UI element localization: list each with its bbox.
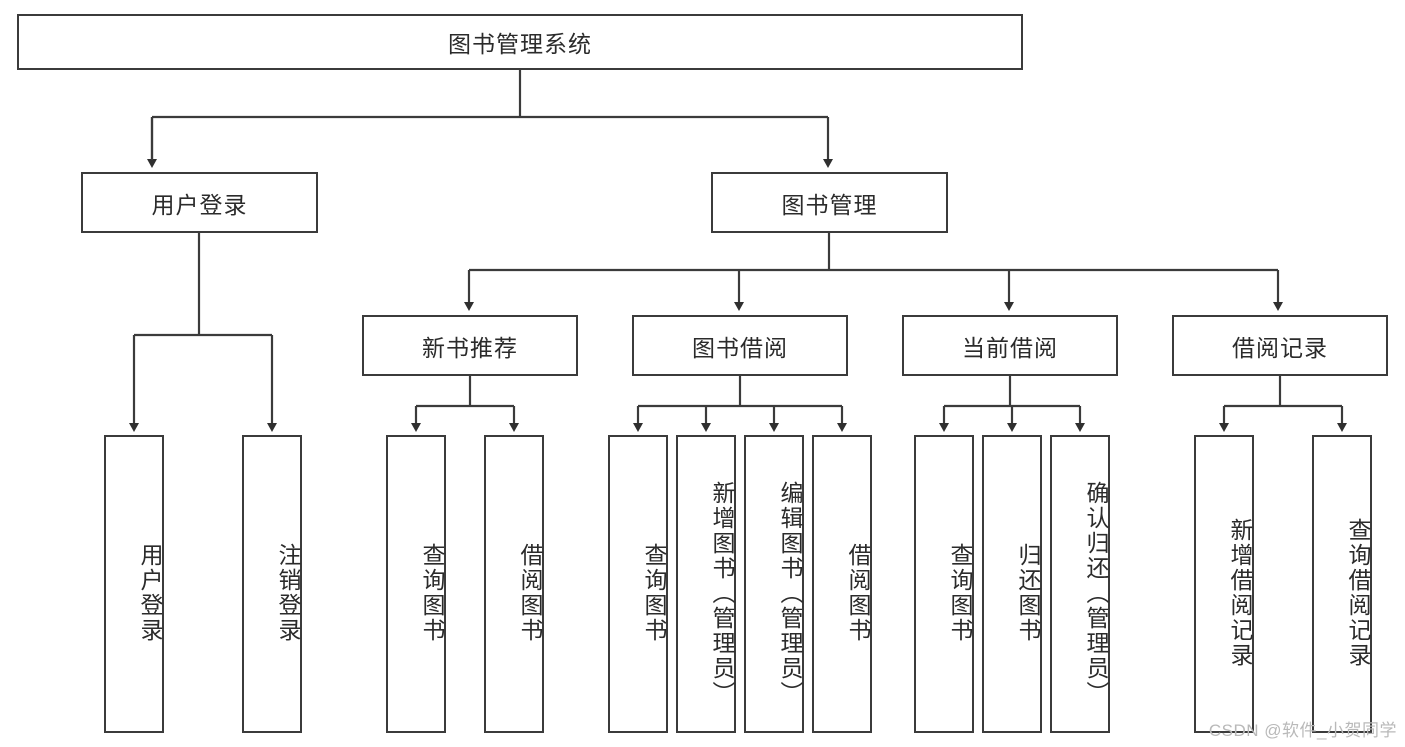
leaf-add-borrow-record-label: 新增借阅记录 (1227, 518, 1253, 668)
leaf-add-borrow-record[interactable]: 新增借阅记录 (1194, 435, 1254, 733)
leaf-return-book[interactable]: 归还图书 (982, 435, 1042, 733)
node-new-book-recommend[interactable]: 新书推荐 (362, 315, 578, 376)
leaf-query-book-borrow-label: 查询图书 (641, 543, 667, 643)
leaf-logout[interactable]: 注销登录 (242, 435, 302, 733)
leaf-query-book-borrow[interactable]: 查询图书 (608, 435, 668, 733)
leaf-edit-book-admin-label: 编辑图书（管理员） (777, 480, 803, 706)
leaf-query-book-current-label: 查询图书 (947, 543, 973, 643)
node-user-login[interactable]: 用户登录 (81, 172, 318, 233)
node-borrow-record-label: 借阅记录 (1232, 334, 1328, 361)
leaf-query-borrow-record-label: 查询借阅记录 (1345, 518, 1371, 668)
node-book-borrow[interactable]: 图书借阅 (632, 315, 848, 376)
leaf-user-login-label: 用户登录 (137, 543, 163, 643)
leaf-confirm-return-admin[interactable]: 确认归还（管理员） (1050, 435, 1110, 733)
leaf-return-book-label: 归还图书 (1015, 543, 1041, 643)
leaf-borrow-book-recommend[interactable]: 借阅图书 (484, 435, 544, 733)
leaf-query-book-recommend[interactable]: 查询图书 (386, 435, 446, 733)
node-borrow-record[interactable]: 借阅记录 (1172, 315, 1388, 376)
node-book-management[interactable]: 图书管理 (711, 172, 948, 233)
watermark: CSDN @软件_小贺同学 (1208, 721, 1397, 740)
leaf-borrow-book-recommend-label: 借阅图书 (517, 543, 543, 643)
node-user-login-label: 用户登录 (151, 191, 248, 218)
node-current-borrow-label: 当前借阅 (962, 334, 1058, 361)
leaf-user-login[interactable]: 用户登录 (104, 435, 164, 733)
leaf-add-book-admin-label: 新增图书（管理员） (709, 480, 735, 706)
leaf-borrow-book[interactable]: 借阅图书 (812, 435, 872, 733)
node-book-borrow-label: 图书借阅 (692, 334, 788, 361)
leaf-logout-label: 注销登录 (275, 543, 301, 643)
leaf-borrow-book-label: 借阅图书 (845, 543, 871, 643)
node-new-book-recommend-label: 新书推荐 (422, 334, 518, 361)
leaf-query-book-current[interactable]: 查询图书 (914, 435, 974, 733)
leaf-query-book-recommend-label: 查询图书 (419, 543, 445, 643)
leaf-query-borrow-record[interactable]: 查询借阅记录 (1312, 435, 1372, 733)
node-root[interactable]: 图书管理系统 (17, 14, 1023, 70)
node-book-management-label: 图书管理 (781, 191, 878, 218)
node-root-label: 图书管理系统 (448, 31, 592, 57)
node-current-borrow[interactable]: 当前借阅 (902, 315, 1118, 376)
leaf-confirm-return-admin-label: 确认归还（管理员） (1083, 480, 1109, 706)
leaf-add-book-admin[interactable]: 新增图书（管理员） (676, 435, 736, 733)
leaf-edit-book-admin[interactable]: 编辑图书（管理员） (744, 435, 804, 733)
